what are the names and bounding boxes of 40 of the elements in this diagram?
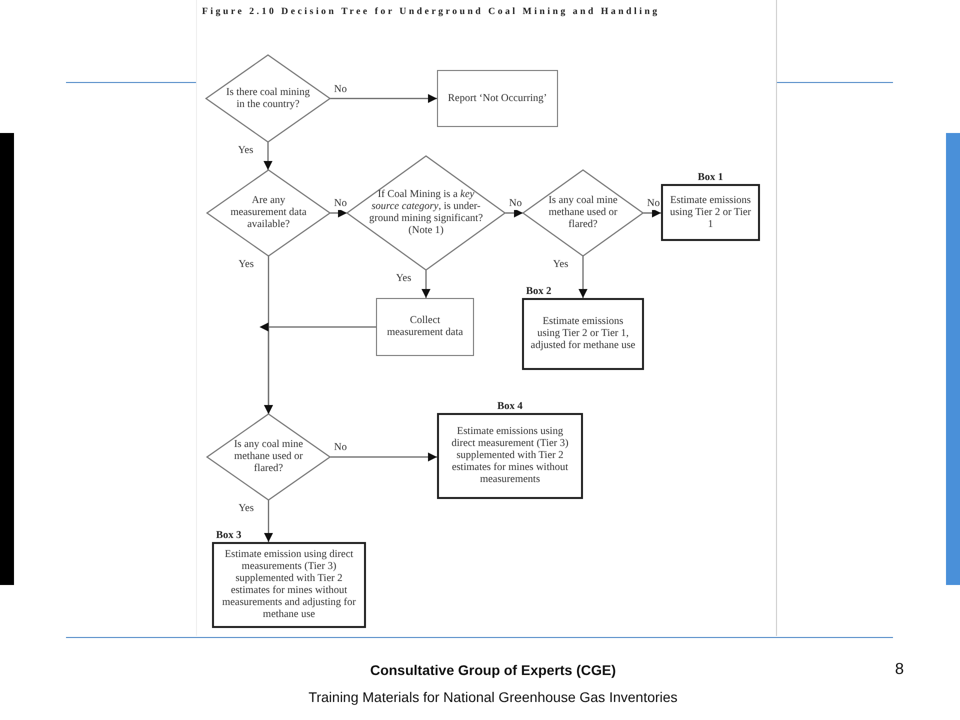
- decision-diamond: [207, 414, 330, 500]
- arrow: [330, 94, 437, 103]
- node-text: Is any coal mine methane used or flared?: [232, 439, 304, 475]
- box-heading: Box 1: [696, 172, 724, 184]
- decision-diamond: [206, 55, 330, 142]
- arrow: [264, 500, 273, 542]
- arrow: [260, 322, 376, 414]
- arrow: [330, 208, 347, 218]
- node-text: Collect measurement data: [386, 315, 464, 339]
- process-box: [437, 70, 558, 127]
- edge-label: No: [333, 84, 348, 96]
- arrow: [578, 256, 588, 298]
- edge-label: No: [333, 198, 348, 210]
- arrow: [264, 142, 272, 170]
- node-text: Estimate emissions using direct measurement (Tier 3) supplemented with Tier 2 estimates for mines without measurements: [450, 426, 570, 486]
- node-text: Is there coal mining in the country?: [225, 86, 311, 110]
- edge-label: No: [508, 198, 523, 210]
- page-number: 8: [895, 661, 904, 679]
- node-text: Report ‘Not Occurring’: [448, 92, 548, 104]
- process-box: [376, 298, 474, 356]
- arrow: [422, 270, 430, 298]
- edge-label: No: [646, 198, 661, 210]
- box-heading: Box 2: [526, 286, 552, 298]
- box-heading: Box 3: [216, 530, 242, 542]
- decision-diamond: [207, 170, 330, 256]
- node-text: If Coal Mining is a key source category, is under-ground mining significant? (Note 1): [368, 189, 484, 237]
- box-heading: Box 4: [496, 401, 524, 413]
- arrow: [643, 208, 661, 218]
- footer-text: Training Materials for National Greenhouse Gas Inventories: [308, 689, 678, 705]
- node-text: Estimate emissions using Tier 2 or Tier 1, adjusted for methane use: [530, 316, 636, 352]
- decision-diamond: [347, 156, 505, 270]
- node-text: Are any measurement data available?: [229, 195, 308, 231]
- node-text: Is any coal mine methane used or flared?: [547, 195, 619, 231]
- arrow: [330, 452, 437, 462]
- decision-diamond: [523, 170, 643, 256]
- figure-title: Figure 2.10 Decision Tree for Underground Coal Mining and Handling: [202, 6, 661, 18]
- arrow: [505, 208, 523, 218]
- node-text: Estimate emission using direct measurements (Tier 3) supplemented with Tier 2 estimates for mines without measurements and adjusting for methane use: [221, 549, 357, 621]
- node-text: Estimate emissions using Tier 2 or Tier 1: [669, 194, 752, 230]
- footer-text: Consultative Group of Experts (CGE): [370, 662, 616, 678]
